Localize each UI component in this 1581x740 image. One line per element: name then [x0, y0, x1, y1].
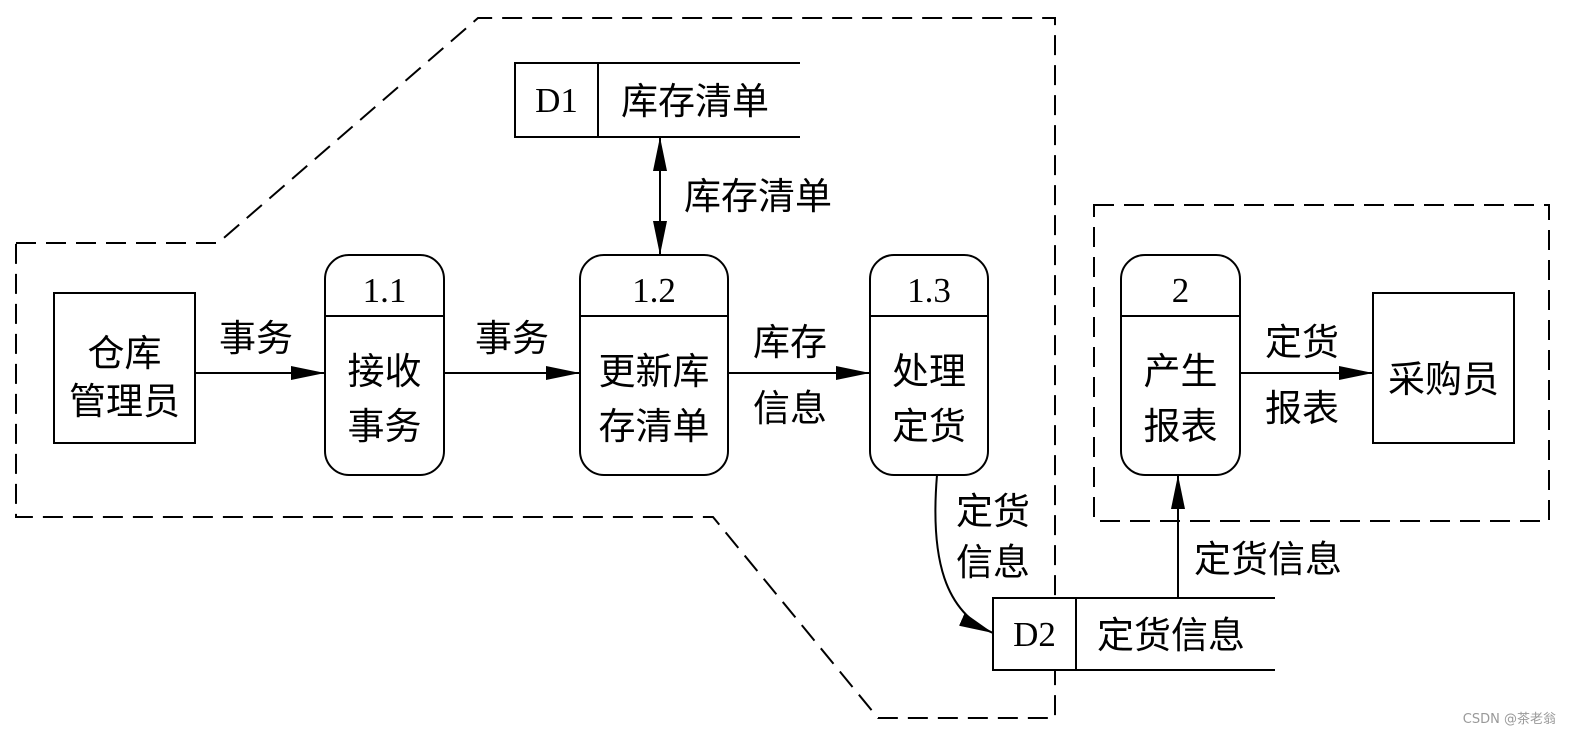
flow-label-line: 报表: [1265, 387, 1339, 430]
data-store-id: D1: [535, 81, 578, 120]
process-1-1: 1.1 接收 事务: [324, 254, 445, 476]
data-store-d1: D1 库存清单: [514, 62, 800, 138]
flow-curved-arrow: [934, 474, 994, 634]
flow-label: 事务: [475, 317, 549, 360]
process-label-line: 报表: [1144, 405, 1218, 448]
entity-label-line: 采购员: [1388, 358, 1499, 401]
process-number: 1.3: [907, 271, 951, 310]
process-label-line: 处理: [892, 350, 966, 393]
flow-label-line: 定货: [1265, 321, 1339, 364]
flow-label: 事务: [219, 317, 293, 360]
data-store-fill: [993, 598, 1275, 670]
data-store-outline: [992, 597, 1275, 671]
data-store-name: 定货信息: [1097, 614, 1245, 657]
flow-label: 定货信息: [1194, 538, 1342, 581]
process-box: [324, 254, 445, 476]
flow-label-line: 定货: [956, 490, 1030, 533]
entity-label-line: 管理员: [69, 380, 180, 423]
data-store-id: D2: [1013, 615, 1056, 654]
process-label-line: 更新库: [599, 350, 710, 393]
process-number: 1.2: [632, 271, 676, 310]
process-number: 2: [1172, 271, 1190, 310]
data-store-fill: [515, 63, 800, 137]
flow-label-line: 库存: [753, 321, 827, 364]
process-number: 1.1: [363, 271, 407, 310]
flow-1-2-to-1-3: 库存 信息: [728, 321, 870, 430]
flow-1-1-to-1-2: 事务: [444, 317, 580, 380]
flow-d2-to-2: 定货信息: [1171, 475, 1342, 598]
flow-label-line: 信息: [753, 387, 827, 430]
data-store-name: 库存清单: [621, 80, 769, 123]
process-label-line: 定货: [892, 405, 966, 448]
process-1-2: 1.2 更新库 存清单: [579, 254, 729, 476]
process-1-3: 1.3 处理 定货: [869, 254, 989, 476]
flow-label-line: 信息: [956, 541, 1030, 584]
flow-1-3-to-d2: 定货 信息: [934, 474, 1030, 634]
process-2: 2 产生 报表: [1120, 254, 1241, 476]
flow-2-to-purchaser: 定货 报表: [1240, 321, 1373, 430]
watermark: CSDN @茶老翁: [1463, 711, 1556, 727]
process-label-line: 产生: [1144, 350, 1218, 393]
entity-box: [53, 292, 196, 444]
entity-purchaser: 采购员: [1372, 292, 1515, 444]
process-box: [579, 254, 729, 476]
flow-d1-to-1-2: 库存清单: [653, 137, 832, 255]
entity-box: [1372, 292, 1515, 444]
flow-manager-to-1-1: 事务: [195, 317, 325, 380]
process-label-line: 接收: [348, 350, 422, 393]
process-label-line: 事务: [348, 405, 422, 448]
process-box: [869, 254, 989, 476]
entity-label-line: 仓库: [88, 332, 162, 375]
process-box: [1120, 254, 1241, 476]
subsystem-1-boundary: [15, 17, 1056, 719]
flow-label: 库存清单: [684, 175, 832, 218]
data-store-d2: D2 定货信息: [992, 597, 1275, 671]
entity-warehouse-manager: 仓库 管理员: [53, 292, 196, 444]
process-label-line: 存清单: [599, 405, 710, 448]
subsystem-2-boundary: [1093, 204, 1550, 522]
